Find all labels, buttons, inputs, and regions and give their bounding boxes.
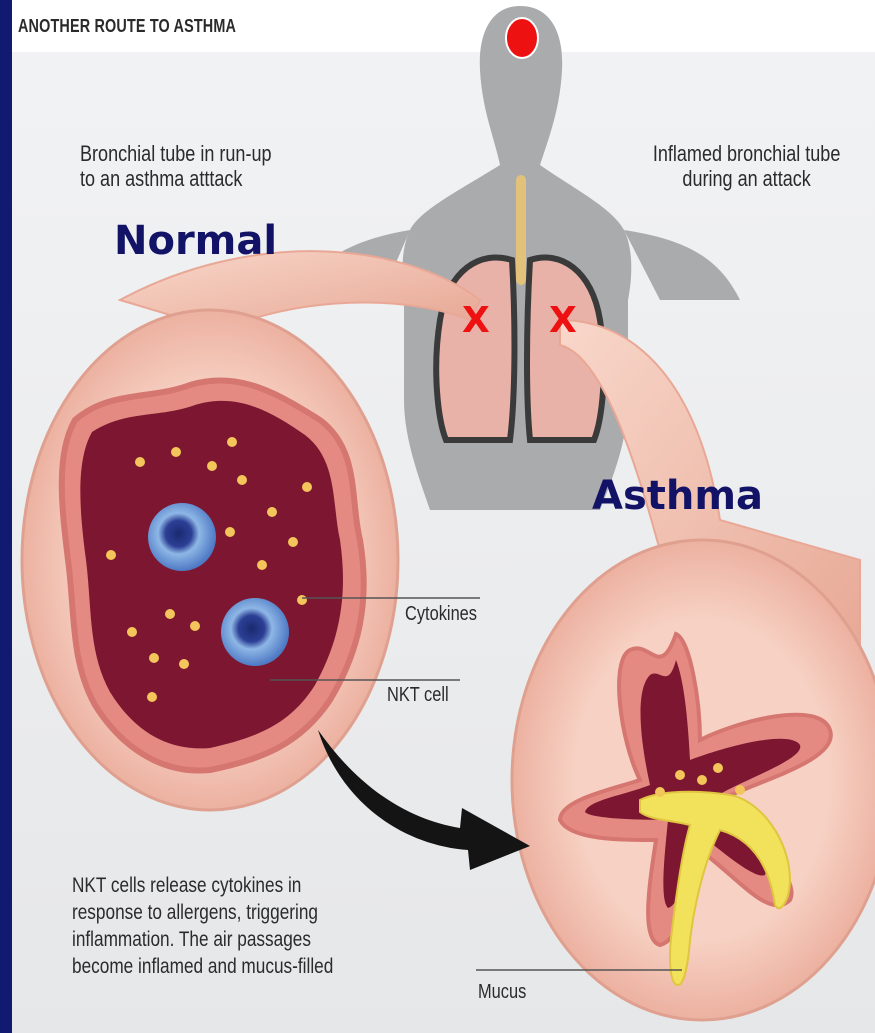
description-text: NKT cells release cytokines in response … <box>72 872 333 980</box>
right-x-mark: X <box>549 300 577 341</box>
normal-lumen <box>80 401 343 749</box>
nkt-cell-label: NKT cell <box>387 683 449 708</box>
mucus-label: Mucus <box>478 980 526 1005</box>
nkt-cell <box>221 598 289 666</box>
red-dot-marker <box>506 18 538 58</box>
normal-caption: Bronchial tube in run-up to an asthma at… <box>80 141 272 191</box>
cytokines-label: Cytokines <box>405 602 477 627</box>
asthma-label: Asthma <box>592 473 763 519</box>
trachea <box>516 175 526 285</box>
nkt-cell <box>148 503 216 571</box>
normal-label: Normal <box>114 218 277 264</box>
inflamed-caption: Inflamed bronchial tube during an attack <box>640 141 853 191</box>
left-x-mark: X <box>462 300 490 341</box>
page-title: ANOTHER ROUTE TO ASTHMA <box>18 16 236 37</box>
